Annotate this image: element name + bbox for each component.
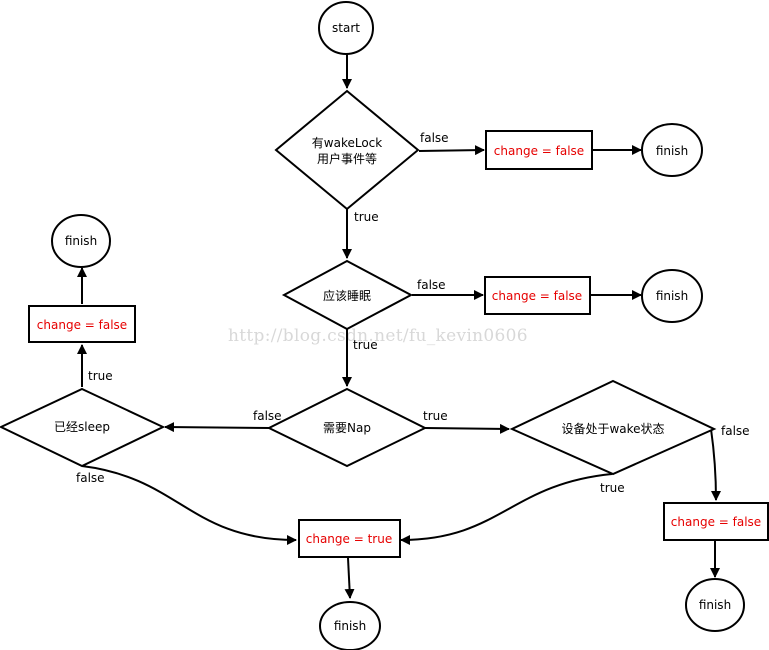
decision-wakelock-line2: 用户事件等 bbox=[317, 151, 377, 166]
change-false-label-2: change = false bbox=[492, 289, 582, 303]
finish-node-3: finish bbox=[51, 214, 111, 268]
change-false-box-3: change = false bbox=[28, 305, 136, 343]
decision-need-nap: 需要Nap bbox=[266, 387, 428, 468]
edge-changetrue-to-finish bbox=[344, 557, 355, 599]
edge-nap-false bbox=[164, 422, 271, 433]
start-label: start bbox=[332, 21, 360, 35]
decision-should-sleep-label: 应该睡眠 bbox=[323, 288, 371, 303]
change-false-label-4: change = false bbox=[671, 515, 761, 529]
label-wakelock-true: true bbox=[354, 210, 379, 224]
change-false-box-4: change = false bbox=[663, 502, 769, 541]
edges bbox=[77, 54, 721, 599]
decision-wakelock: 有wakeLock 用户事件等 bbox=[274, 89, 420, 211]
decision-wakelock-line1: 有wakeLock bbox=[312, 136, 382, 150]
decision-already-sleep: 已经sleep bbox=[0, 387, 166, 468]
finish-node-5: finish bbox=[319, 601, 381, 650]
finish-node-2: finish bbox=[641, 269, 703, 323]
edge-nap-true bbox=[424, 423, 510, 434]
label-alreadysleep-false: false bbox=[76, 471, 105, 485]
label-alreadysleep-true: true bbox=[88, 369, 113, 383]
label-nap-false: false bbox=[253, 409, 282, 423]
label-devicewake-true: true bbox=[600, 481, 625, 495]
finish-label-3: finish bbox=[65, 234, 97, 248]
change-false-label-1: change = false bbox=[494, 144, 584, 158]
finish-label-5: finish bbox=[334, 619, 366, 633]
finish-label-1: finish bbox=[656, 144, 688, 158]
label-shouldsleep-false: false bbox=[417, 278, 446, 292]
label-devicewake-false: false bbox=[721, 424, 750, 438]
edge-devicewake-false bbox=[710, 428, 721, 501]
finish-label-2: finish bbox=[656, 289, 688, 303]
change-true-box: change = true bbox=[298, 519, 401, 558]
edge-wakelock-false bbox=[418, 145, 485, 156]
finish-node-4: finish bbox=[685, 578, 745, 632]
change-true-label: change = true bbox=[306, 532, 392, 546]
label-wakelock-false: false bbox=[420, 131, 449, 145]
change-false-label-3: change = false bbox=[37, 318, 127, 332]
watermark-text: http://blog.csdn.net/fu_kevin0606 bbox=[228, 326, 528, 346]
edge-devicewake-true bbox=[400, 473, 613, 545]
change-false-box-2: change = false bbox=[484, 276, 591, 315]
label-nap-true: true bbox=[423, 409, 448, 423]
start-node: start bbox=[318, 1, 374, 55]
edge-alreadysleep-false bbox=[81, 465, 297, 545]
finish-node-1: finish bbox=[641, 123, 703, 177]
label-shouldsleep-true: true bbox=[353, 338, 378, 352]
change-false-box-1: change = false bbox=[485, 130, 593, 170]
decision-device-wake: 设备处于wake状态 bbox=[509, 379, 717, 476]
decision-should-sleep: 应该睡眠 bbox=[281, 259, 414, 331]
finish-label-4: finish bbox=[699, 598, 731, 612]
decision-need-nap-label: 需要Nap bbox=[323, 421, 371, 435]
edge-labels: false true false true false true true fa… bbox=[76, 131, 750, 495]
decision-already-sleep-label: 已经sleep bbox=[54, 420, 110, 434]
decision-device-wake-label: 设备处于wake状态 bbox=[561, 422, 664, 436]
